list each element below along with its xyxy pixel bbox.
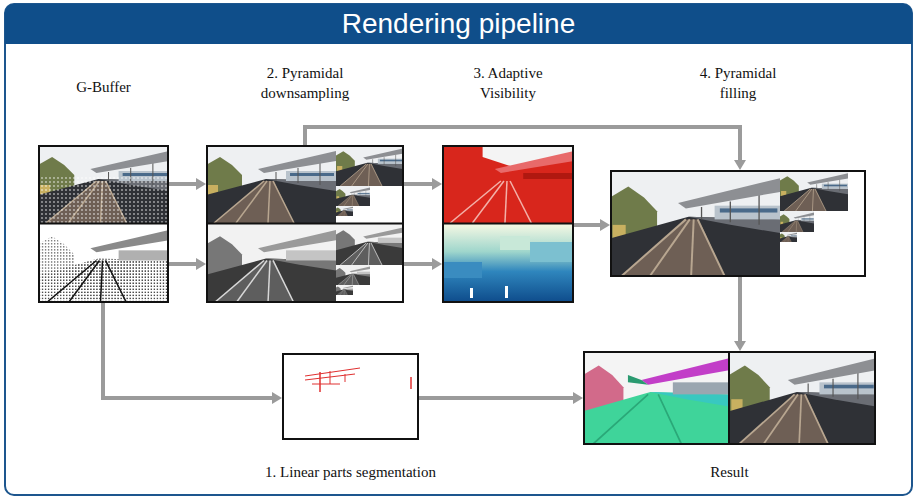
depth-block <box>442 262 482 278</box>
filled-level-1 <box>780 170 848 211</box>
linear-ground <box>282 353 419 440</box>
image-panel: Result <box>583 351 876 445</box>
pyramid-level-1 <box>336 224 404 265</box>
step-label: 3. Adaptive Visibility <box>458 64 558 103</box>
flow-arrow <box>404 262 432 266</box>
title-banner: Rendering pipeline <box>5 4 912 44</box>
title-text: Rendering pipeline <box>5 4 912 44</box>
step-label: 1. Linear parts segmentation <box>221 463 481 483</box>
filling-ground <box>610 170 866 277</box>
flow-arrow <box>574 223 600 227</box>
depth-mark <box>470 288 473 298</box>
depth-block <box>530 242 574 262</box>
pyramid-level-3 <box>336 285 353 295</box>
pyramid-level-0 <box>206 145 336 223</box>
step-label: G-Buffer <box>54 78 154 98</box>
image-divider <box>38 223 169 225</box>
pole-segment <box>345 374 346 382</box>
result-images <box>583 351 876 445</box>
pyramid-images <box>206 145 404 303</box>
linear-parts-image <box>282 353 419 440</box>
step-label: 2. Pyramidal downsampling <box>250 64 360 103</box>
flow-arrow <box>305 127 740 160</box>
flow-arrow <box>103 303 272 398</box>
depth-buffer-image <box>38 224 169 303</box>
image-panel: 3. Adaptive Visibility <box>442 145 574 303</box>
pyramid-level-2 <box>336 186 370 206</box>
segmented-result <box>583 351 729 445</box>
visibility-images <box>442 145 574 303</box>
image-panel: 4. Pyramidal filling <box>610 170 866 277</box>
depth-mark <box>505 286 508 298</box>
image-panel: 2. Pyramidal downsampling <box>206 145 404 303</box>
filling-images <box>610 170 866 277</box>
flow-arrow <box>419 396 573 400</box>
step-label: 4. Pyramidal filling <box>688 64 788 103</box>
pyramid-level-2 <box>336 265 370 285</box>
image-panel: G-Buffer <box>38 145 169 303</box>
flow-arrow <box>169 182 196 186</box>
pyramid-level-3 <box>336 206 353 216</box>
color-buffer-image <box>38 145 169 223</box>
filled-level-0 <box>610 170 780 277</box>
pole-segment <box>410 377 412 389</box>
rendered-result <box>729 351 876 445</box>
gbuffer-images <box>38 145 169 303</box>
wire-segment <box>312 384 340 385</box>
pole-segment <box>319 372 321 392</box>
flow-arrow <box>169 262 196 266</box>
pyramid-level-0 <box>206 224 336 303</box>
pyramid-ground <box>206 145 404 303</box>
depth-block <box>500 236 530 250</box>
image-divider <box>206 223 404 225</box>
pole-segment <box>330 371 331 384</box>
step-label: Result <box>660 463 800 483</box>
pyramid-level-1 <box>336 145 404 186</box>
sparse-points <box>38 175 169 223</box>
image-divider <box>728 351 730 445</box>
flow-arrow <box>738 277 742 341</box>
flow-arrow <box>404 182 432 186</box>
filled-level-3 <box>780 232 797 242</box>
depth-map <box>442 224 574 303</box>
image-panel: 1. Linear parts segmentation <box>282 353 419 440</box>
image-divider <box>442 223 574 225</box>
visibility-map <box>442 145 574 223</box>
filled-level-2 <box>780 211 814 232</box>
